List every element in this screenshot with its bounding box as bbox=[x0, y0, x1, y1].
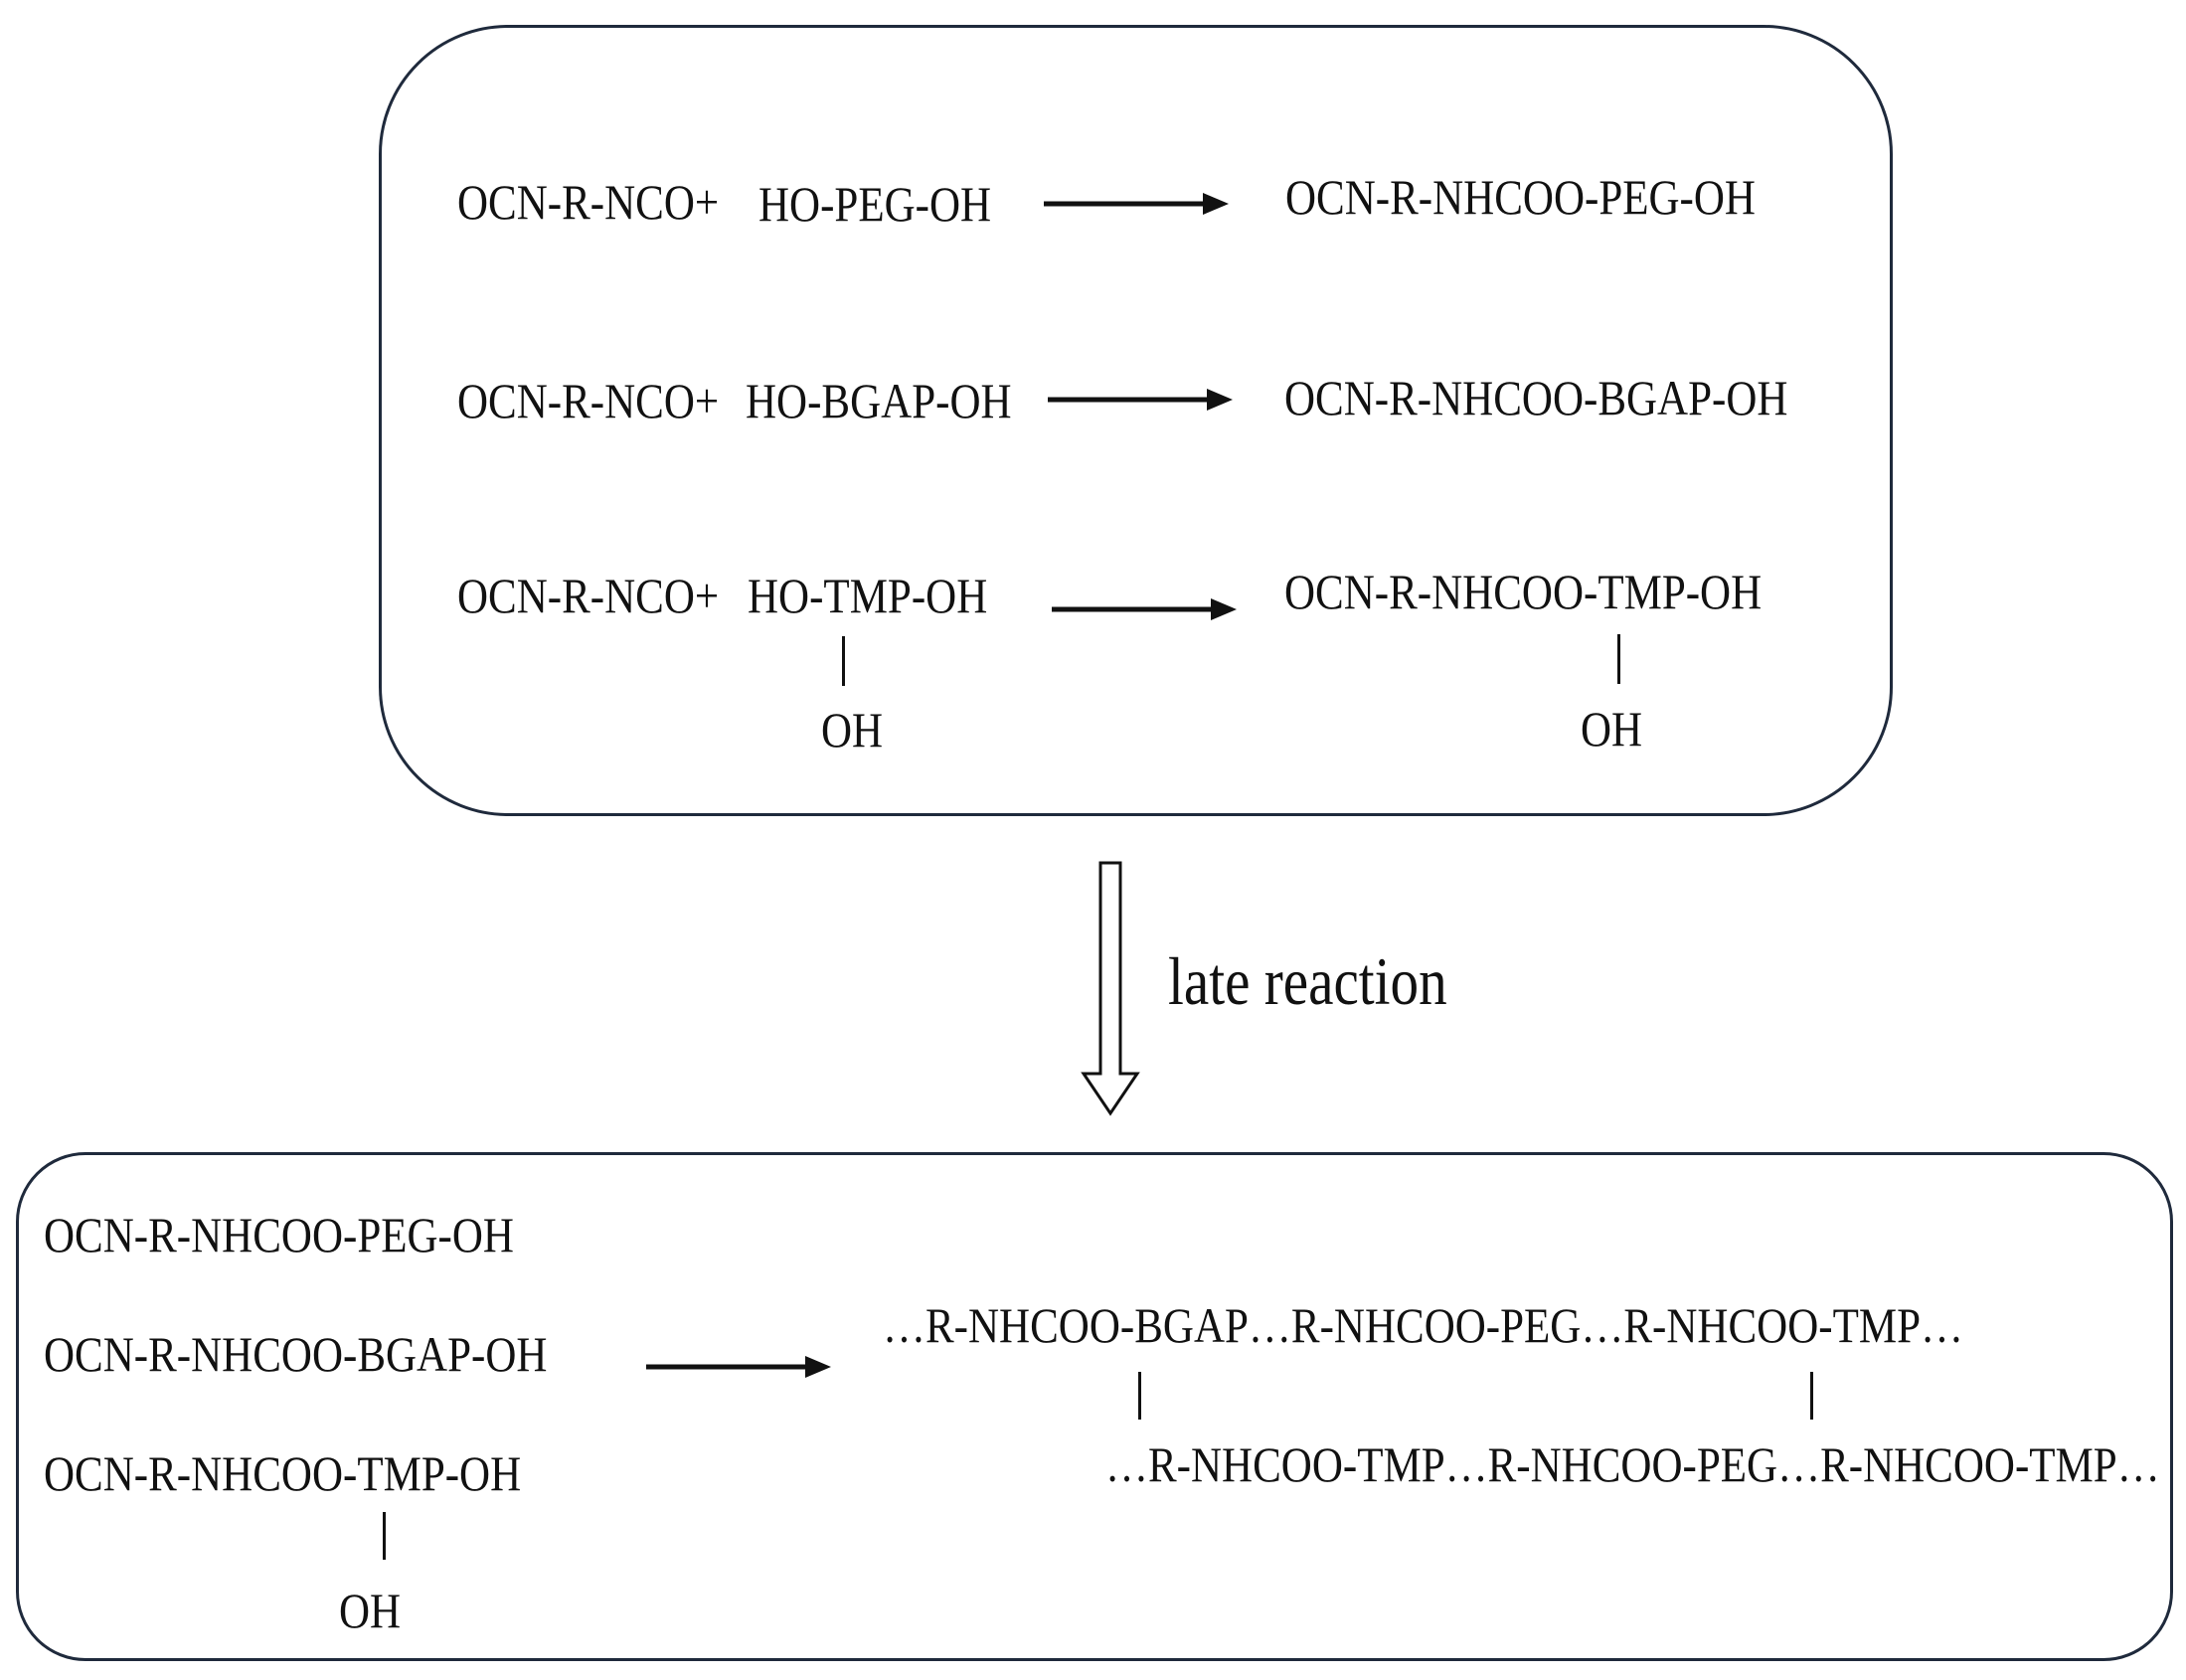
reaction-3-polyol-bond bbox=[842, 636, 845, 686]
late-reactant-bgap: OCN-R-NHCOO-BGAP-OH bbox=[44, 1326, 548, 1382]
reaction-3-product-bond bbox=[1617, 634, 1620, 684]
reaction-2-arrow bbox=[1048, 389, 1233, 411]
network-crosslink-2 bbox=[1810, 1372, 1813, 1420]
reaction-1-polyol: HO-PEG-OH bbox=[758, 176, 992, 232]
reaction-3-isocyanate: OCN-R-NCO+ bbox=[457, 568, 720, 623]
reaction-3-polyol-branch: OH bbox=[821, 702, 884, 757]
reaction-3-arrow bbox=[1052, 598, 1237, 620]
initial-reactions-box bbox=[379, 25, 1893, 816]
late-reaction-arrow bbox=[1081, 861, 1140, 1116]
late-reactant-tmp: OCN-R-NHCOO-TMP-OH bbox=[44, 1445, 522, 1501]
reaction-3-polyol: HO-TMP-OH bbox=[748, 568, 988, 623]
late-stage-arrow bbox=[646, 1356, 831, 1378]
late-stage-box bbox=[16, 1152, 2173, 1661]
reaction-3-product: OCN-R-NHCOO-TMP-OH bbox=[1284, 564, 1763, 619]
late-reaction-label: late reaction bbox=[1168, 943, 1447, 1019]
late-reactant-tmp-bond bbox=[383, 1512, 386, 1560]
reaction-2-polyol: HO-BGAP-OH bbox=[746, 373, 1012, 428]
reaction-2-isocyanate: OCN-R-NCO+ bbox=[457, 373, 720, 428]
reaction-1-product: OCN-R-NHCOO-PEG-OH bbox=[1285, 169, 1756, 225]
reaction-1-arrow bbox=[1044, 193, 1229, 215]
late-reactant-tmp-branch: OH bbox=[339, 1583, 402, 1638]
late-reactant-peg: OCN-R-NHCOO-PEG-OH bbox=[44, 1207, 514, 1262]
network-chain-2: …R-NHCOO-TMP…R-NHCOO-PEG…R-NHCOO-TMP… bbox=[1105, 1436, 2160, 1492]
reaction-2-product: OCN-R-NHCOO-BGAP-OH bbox=[1284, 370, 1788, 425]
network-crosslink-1 bbox=[1138, 1372, 1141, 1420]
reaction-1-isocyanate: OCN-R-NCO+ bbox=[457, 174, 720, 230]
reaction-3-product-branch: OH bbox=[1581, 701, 1643, 756]
network-chain-1: …R-NHCOO-BGAP…R-NHCOO-PEG…R-NHCOO-TMP… bbox=[883, 1297, 1963, 1353]
